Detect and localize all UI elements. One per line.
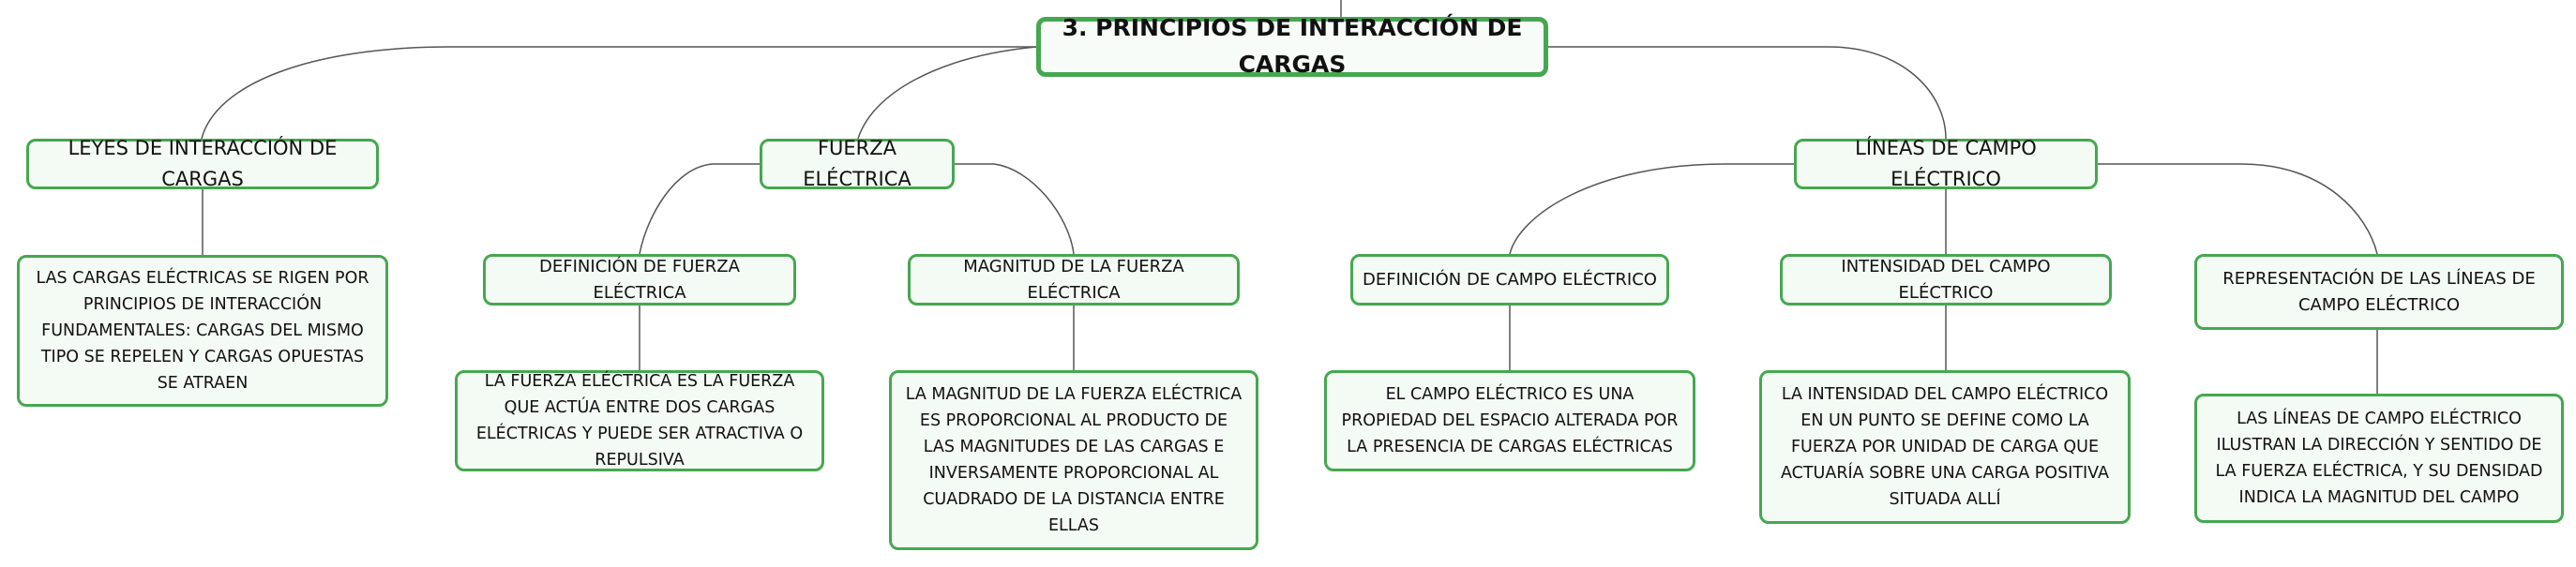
subtopic-definicion-fuerza[interactable]: DEFINICIÓN DE FUERZA ELÉCTRICA <box>483 254 796 306</box>
topic-label: LÍNEAS DE CAMPO ELÉCTRICO <box>1855 137 2037 190</box>
subtopic-label: MAGNITUD DE LA FUERZA ELÉCTRICA <box>963 256 1184 303</box>
subtopic-label: DEFINICIÓN DE CAMPO ELÉCTRICO <box>1363 269 1657 290</box>
topic-label: FUERZA ELÉCTRICA <box>803 137 911 190</box>
description-definicion-campo[interactable]: EL CAMPO ELÉCTRICO ES UNA PROPIEDAD DEL … <box>1324 370 1695 471</box>
description-representacion-lineas[interactable]: LAS LÍNEAS DE CAMPO ELÉCTRICO ILUSTRAN L… <box>2194 394 2564 523</box>
link-lineas-rep <box>2098 163 2378 255</box>
link-root-leyes <box>201 46 1036 140</box>
description-text: LA INTENSIDAD DEL CAMPO ELÉCTRICO EN UN … <box>1780 385 2110 509</box>
subtopic-definicion-campo[interactable]: DEFINICIÓN DE CAMPO ELÉCTRICO <box>1350 254 1669 306</box>
description-text: LA FUERZA ELÉCTRICA ES LA FUERZA QUE ACT… <box>475 372 804 470</box>
link-root-lineas <box>1547 46 1947 140</box>
link-fuerza-mag <box>955 163 1075 255</box>
subtopic-representacion-lineas[interactable]: REPRESENTACIÓN DE LAS LÍNEAS DE CAMPO EL… <box>2194 254 2564 330</box>
subtopic-label: DEFINICIÓN DE FUERZA ELÉCTRICA <box>539 256 740 303</box>
description-leyes-interaccion[interactable]: LAS CARGAS ELÉCTRICAS SE RIGEN POR PRINC… <box>17 255 388 407</box>
description-text: LAS CARGAS ELÉCTRICAS SE RIGEN POR PRINC… <box>36 269 369 393</box>
description-definicion-fuerza[interactable]: LA FUERZA ELÉCTRICA ES LA FUERZA QUE ACT… <box>455 370 824 471</box>
link-fuerza-def <box>639 163 760 255</box>
subtopic-intensidad-campo[interactable]: INTENSIDAD DEL CAMPO ELÉCTRICO <box>1780 254 2112 306</box>
link-root-fuerza <box>857 46 1037 140</box>
topic-lineas-campo[interactable]: LÍNEAS DE CAMPO ELÉCTRICO <box>1794 137 2098 190</box>
subtopic-label: REPRESENTACIÓN DE LAS LÍNEAS DE CAMPO EL… <box>2222 268 2536 315</box>
subtopic-label: INTENSIDAD DEL CAMPO ELÉCTRICO <box>1841 256 2051 303</box>
description-text: LAS LÍNEAS DE CAMPO ELÉCTRICO ILUSTRAN L… <box>2215 410 2543 507</box>
subtopic-magnitud-fuerza[interactable]: MAGNITUD DE LA FUERZA ELÉCTRICA <box>908 254 1240 306</box>
description-text: LA MAGNITUD DE LA FUERZA ELÉCTRICA ES PR… <box>905 385 1243 535</box>
topic-leyes-interaccion[interactable]: LEYES DE INTERACCIÓN DE CARGAS <box>26 137 379 190</box>
root-topic-label: 3. PRINCIPIOS DE INTERACCIÓN DE CARGAS <box>1062 14 1523 78</box>
description-magnitud-fuerza[interactable]: LA MAGNITUD DE LA FUERZA ELÉCTRICA ES PR… <box>889 370 1258 550</box>
topic-label: LEYES DE INTERACCIÓN DE CARGAS <box>68 137 338 190</box>
root-topic[interactable]: 3. PRINCIPIOS DE INTERACCIÓN DE CARGAS <box>1036 14 1548 78</box>
description-text: EL CAMPO ELÉCTRICO ES UNA PROPIEDAD DEL … <box>1341 385 1679 456</box>
topic-fuerza-electrica[interactable]: FUERZA ELÉCTRICA <box>760 137 955 190</box>
description-intensidad-campo[interactable]: LA INTENSIDAD DEL CAMPO ELÉCTRICO EN UN … <box>1759 370 2131 524</box>
link-lineas-def <box>1509 163 1794 255</box>
